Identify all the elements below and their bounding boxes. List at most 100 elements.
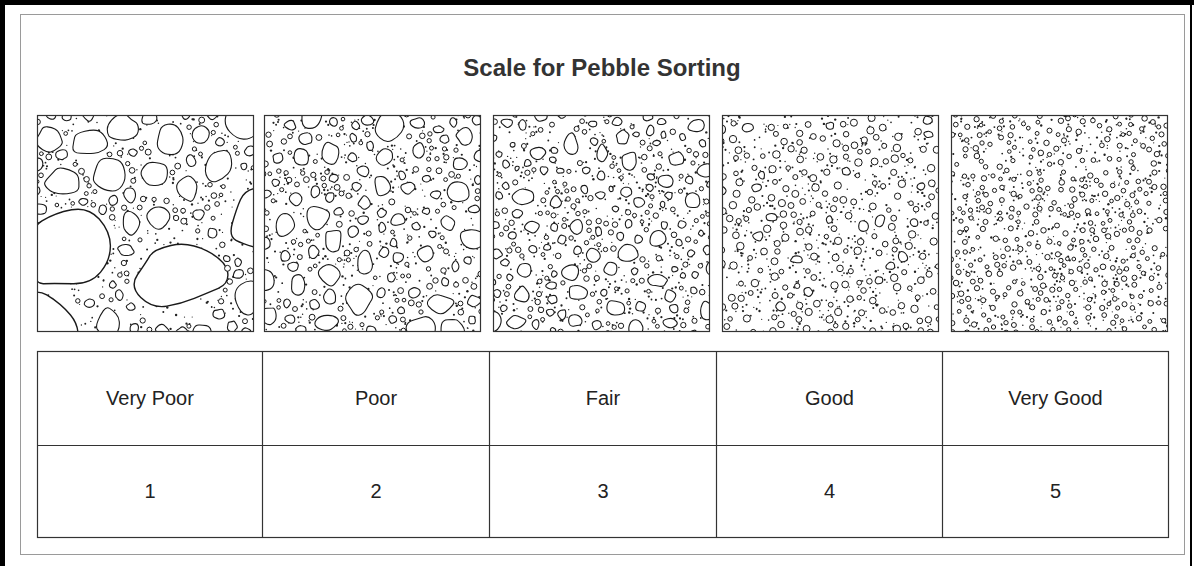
sand-dot	[575, 171, 577, 173]
sand-dot	[648, 223, 650, 225]
pebble	[248, 268, 254, 274]
panel-ground	[493, 115, 710, 332]
pebble	[336, 221, 342, 227]
pebble	[292, 275, 305, 296]
sand-dot	[582, 195, 584, 197]
pebble	[268, 172, 272, 176]
sand-dot	[136, 169, 137, 170]
pebble	[284, 120, 296, 130]
pebble	[73, 130, 108, 153]
sand-dot	[106, 204, 107, 205]
pebble	[512, 189, 534, 205]
pebble	[199, 152, 203, 156]
sand-dot	[373, 124, 375, 126]
sand-dot	[232, 308, 234, 310]
pebble	[661, 222, 667, 229]
pebble	[225, 115, 254, 139]
pebble	[595, 192, 605, 199]
pebble	[301, 171, 305, 175]
sand-dot	[342, 245, 344, 247]
sand-dot	[378, 205, 380, 207]
pebble	[205, 205, 210, 210]
sand-dot	[667, 140, 668, 141]
sand-dot	[679, 179, 681, 181]
sand-dot	[645, 195, 647, 197]
pebble	[463, 277, 469, 283]
sand-dot	[302, 303, 304, 305]
sand-dot	[523, 149, 525, 151]
sand-dot	[636, 283, 638, 285]
pebble	[590, 138, 598, 145]
sand-dot	[118, 226, 119, 227]
sand-dot	[235, 167, 237, 169]
sand-dot	[45, 197, 46, 198]
sand-dot	[410, 216, 412, 218]
sand-dot	[349, 321, 350, 322]
pebble	[501, 259, 510, 266]
sand-dot	[701, 284, 703, 286]
sand-dot	[377, 151, 379, 153]
pebble	[37, 127, 62, 152]
sand-dot	[703, 222, 705, 224]
pebble	[376, 149, 392, 166]
pebble	[233, 270, 243, 279]
sand-dot	[604, 198, 606, 200]
sand-dot	[554, 186, 556, 188]
sand-dot	[455, 302, 457, 304]
sand-dot	[595, 290, 597, 292]
sand-dot	[202, 183, 204, 185]
sand-dot	[467, 327, 468, 328]
sand-dot	[465, 210, 467, 212]
pebble	[441, 320, 465, 332]
sand-dot	[87, 206, 88, 207]
pebble	[398, 288, 404, 294]
sand-dot	[393, 165, 395, 167]
sand-dot	[503, 290, 505, 292]
sand-dot	[146, 249, 148, 251]
pebble	[436, 168, 442, 174]
sand-dot	[678, 282, 680, 284]
pebble	[398, 307, 405, 314]
pebble	[227, 279, 232, 284]
sand-dot	[379, 241, 381, 243]
sand-dot	[173, 204, 174, 205]
sand-dot	[631, 174, 633, 176]
pebble	[656, 256, 661, 261]
sand-dot	[324, 193, 326, 195]
sand-dot	[546, 296, 548, 298]
pebble	[586, 220, 591, 225]
pebble	[350, 133, 357, 142]
sand-dot	[440, 232, 441, 233]
pebble	[590, 292, 594, 296]
pebble	[442, 278, 449, 286]
pebble	[306, 239, 310, 243]
sand-dot	[60, 164, 61, 165]
sand-dot	[535, 274, 536, 275]
sand-dot	[496, 175, 497, 176]
pebble	[601, 289, 607, 296]
sand-dot	[453, 157, 454, 158]
pebble	[558, 235, 566, 244]
pebble	[569, 286, 587, 300]
sand-dot	[102, 286, 103, 287]
sand-dot	[423, 296, 425, 298]
pebble	[192, 147, 196, 151]
sand-dot	[552, 242, 554, 244]
sand-dot	[611, 242, 612, 243]
sand-dot	[429, 153, 431, 155]
pebble	[452, 206, 456, 210]
sand-dot	[667, 169, 669, 171]
sand-dot	[382, 302, 384, 304]
pebble	[416, 302, 421, 307]
sand-dot	[344, 259, 346, 261]
sand-dot	[430, 275, 432, 277]
sand-dot	[404, 163, 405, 164]
pebble	[264, 211, 269, 216]
sand-dot	[496, 171, 498, 173]
pebble	[625, 219, 632, 228]
pebble	[557, 168, 564, 173]
sand-dot	[354, 119, 355, 120]
pebble	[646, 184, 653, 191]
pebble	[379, 222, 386, 232]
pebble	[688, 250, 695, 257]
